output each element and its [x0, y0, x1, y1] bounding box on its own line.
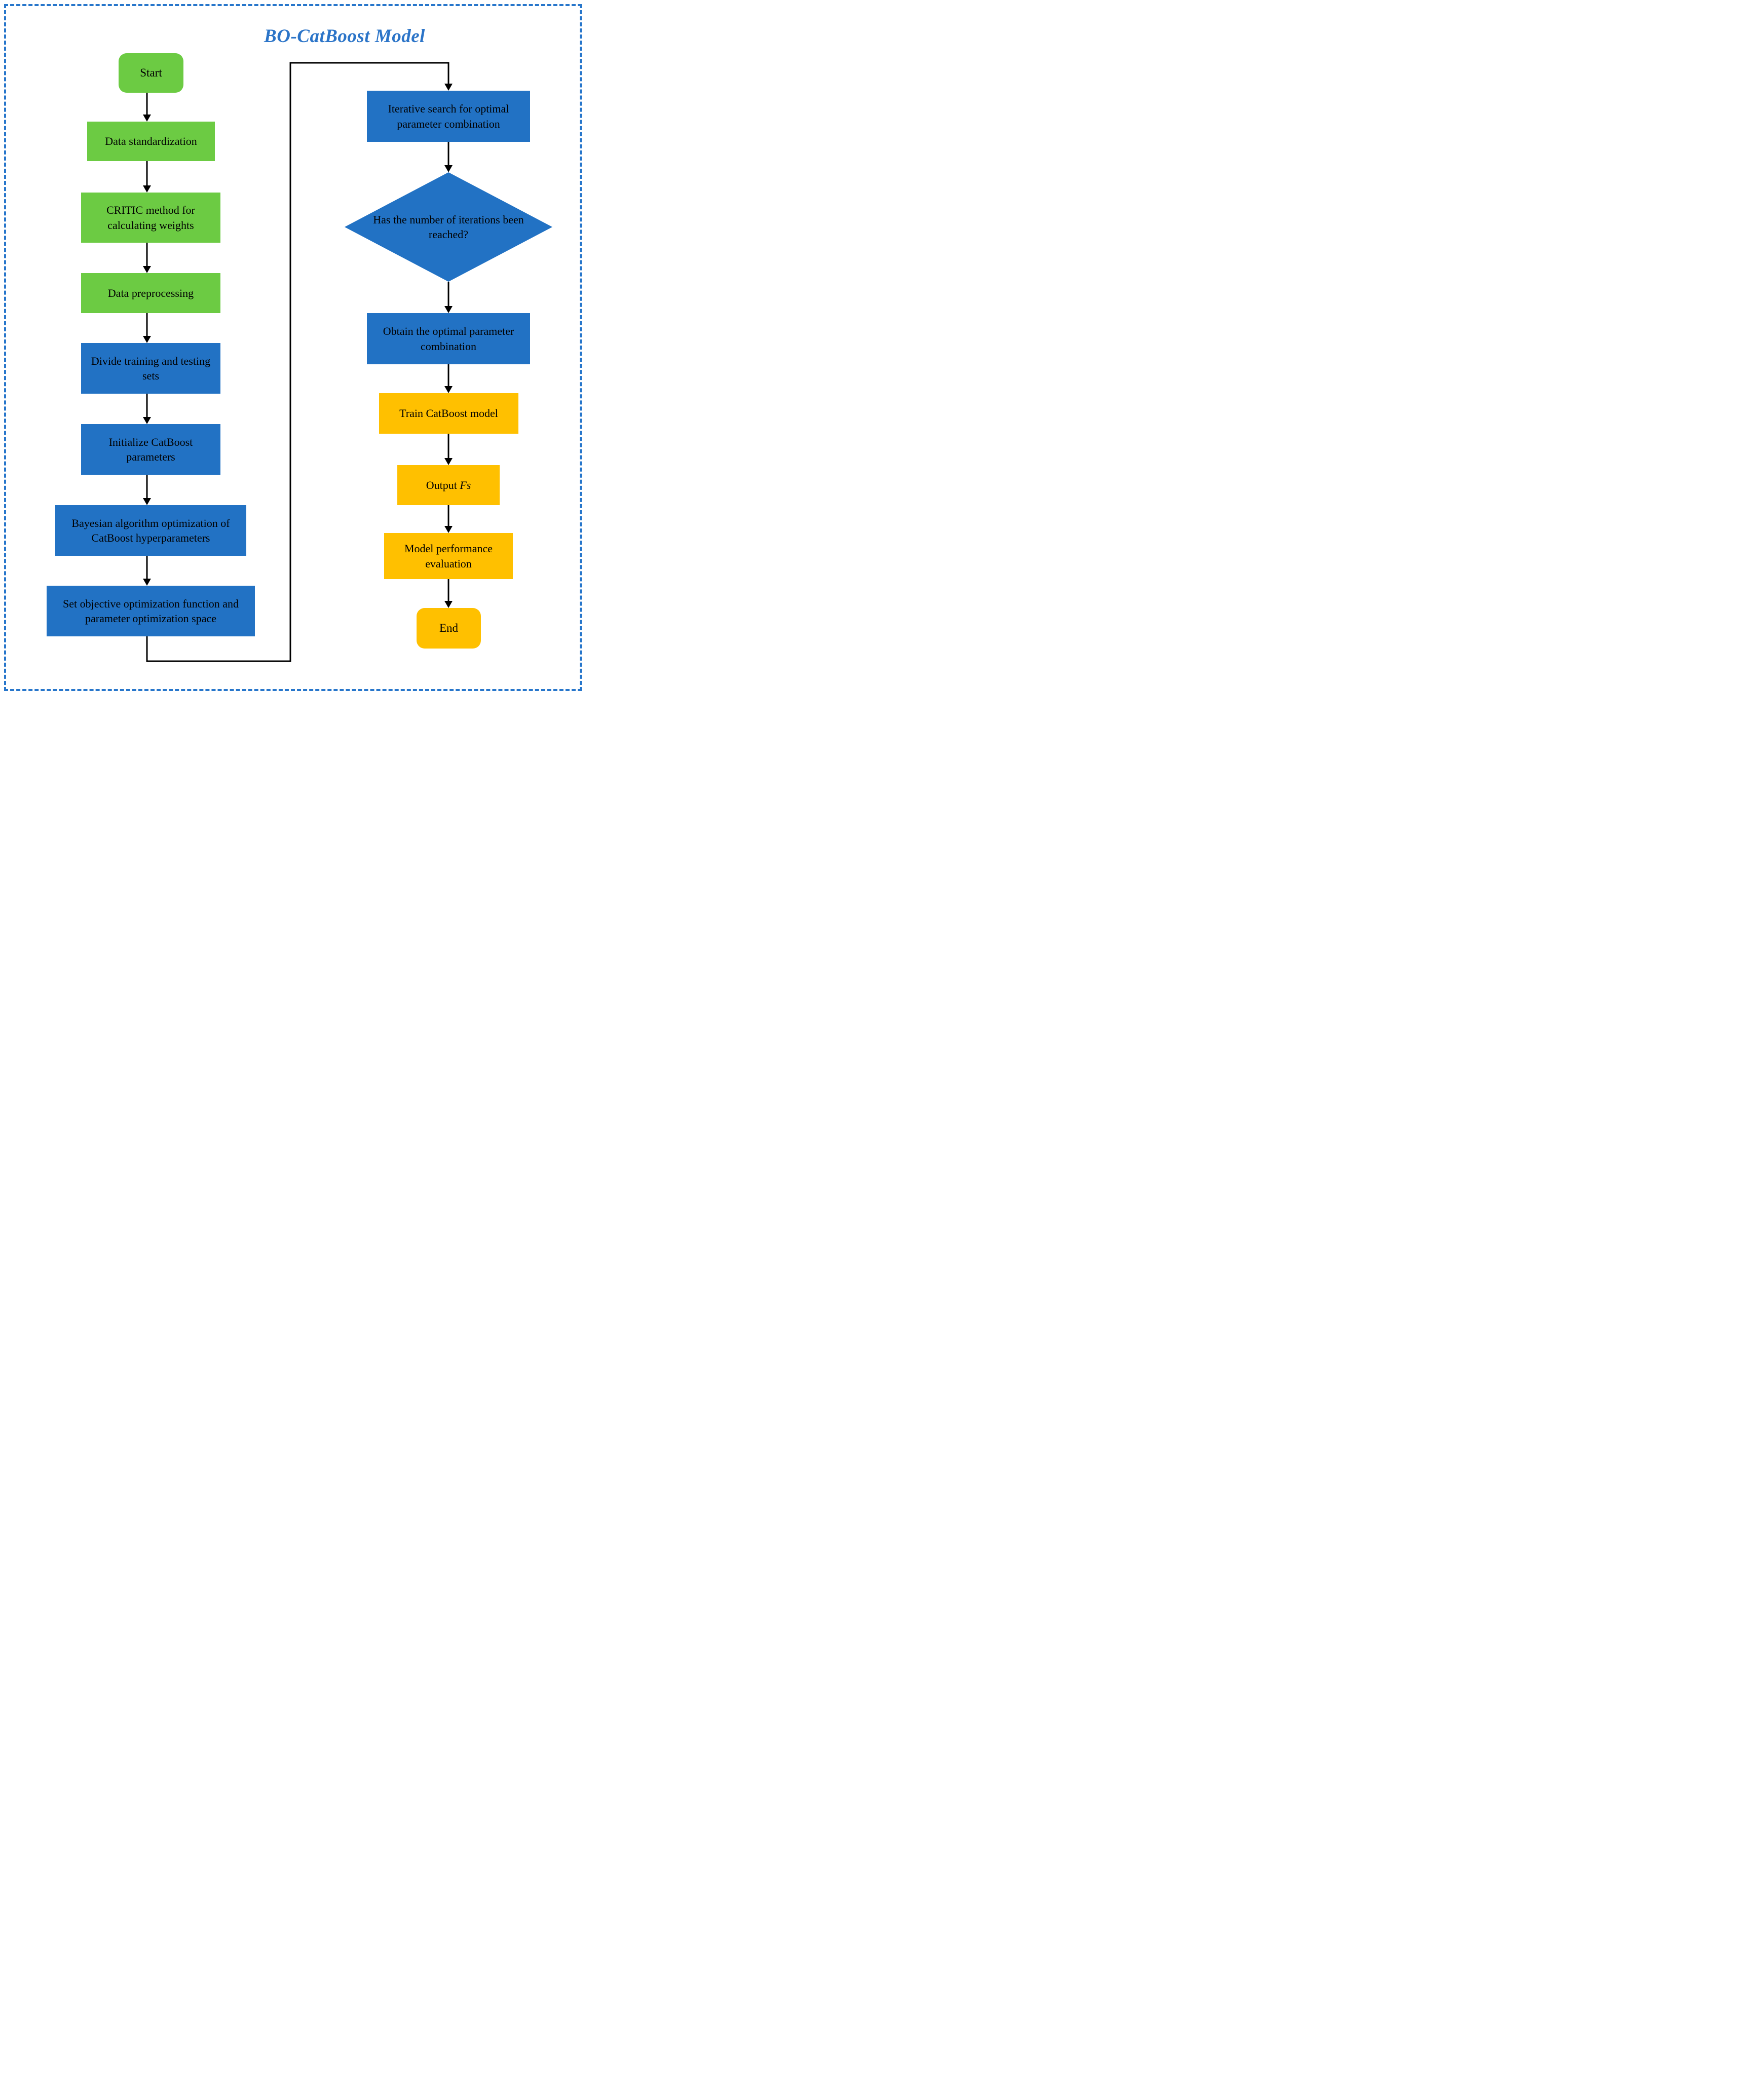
arrowhead-obtain-to-train: [444, 386, 453, 393]
arrowhead-output-to-modelperf: [444, 526, 453, 533]
node-data-preprocessing-label: Data preprocessing: [107, 286, 194, 299]
node-model-evaluation-label: Model performance evaluation: [404, 542, 493, 570]
arrowhead-decision-to-obtain: [444, 306, 453, 313]
node-critic-method-label: CRITIC method for calculating weights: [106, 204, 195, 232]
node-critic-method: CRITIC method for calculating weights: [81, 193, 220, 243]
node-end: End: [417, 608, 481, 649]
arrowhead-start-to-datastd: [143, 115, 151, 122]
node-start: Start: [119, 53, 183, 93]
node-iterations-decision: Has the number of iterations been reache…: [345, 172, 552, 282]
node-train-model: Train CatBoost model: [379, 393, 518, 434]
node-set-objective-label: Set objective optimization function and …: [62, 597, 239, 625]
node-output-fs: Output Fs: [397, 465, 500, 505]
node-divide-sets-label: Divide training and testing sets: [91, 354, 211, 382]
diagram-title: BO-CatBoost Model: [264, 26, 425, 47]
node-train-model-label: Train CatBoost model: [399, 407, 498, 420]
node-initialize-parameters-label: Initialize CatBoost parameters: [108, 435, 193, 463]
node-iterations-decision-label: Has the number of iterations been reache…: [373, 213, 524, 241]
node-bayesian-optimization: Bayesian algorithm optimization of CatBo…: [55, 505, 246, 556]
node-data-standardization: Data standardization: [87, 122, 215, 161]
node-obtain-optimal: Obtain the optimal parameter combination: [367, 313, 530, 364]
arrowhead-datapre-to-divide: [143, 336, 151, 343]
node-iterative-search-label: Iterative search for optimal parameter c…: [388, 102, 509, 130]
node-initialize-parameters: Initialize CatBoost parameters: [81, 424, 220, 475]
node-iterative-search: Iterative search for optimal parameter c…: [367, 91, 530, 142]
node-end-label: End: [439, 621, 459, 634]
node-output-fs-label: Output Fs: [426, 478, 471, 491]
arrowhead-loop-to-iterative: [444, 84, 453, 91]
arrowhead-datastd-to-critic: [143, 185, 151, 193]
arrowhead-init-to-bayes: [143, 498, 151, 505]
arrowhead-iter-to-decision: [444, 165, 453, 172]
fs-variable: Fs: [460, 478, 471, 491]
arrowhead-divide-to-init: [143, 417, 151, 424]
arrowhead-bayes-to-setobj: [143, 579, 151, 586]
node-start-label: Start: [140, 66, 162, 79]
flowchart-canvas: BO-CatBoost Model Start Data standardiza…: [0, 0, 588, 697]
node-obtain-optimal-label: Obtain the optimal parameter combination: [383, 325, 514, 353]
arrowhead-modelperf-to-end: [444, 601, 453, 608]
node-data-preprocessing: Data preprocessing: [81, 273, 220, 313]
node-data-standardization-label: Data standardization: [105, 135, 197, 148]
node-set-objective: Set objective optimization function and …: [47, 586, 255, 636]
node-divide-sets: Divide training and testing sets: [81, 343, 220, 394]
arrowhead-train-to-output: [444, 458, 453, 465]
node-model-evaluation: Model performance evaluation: [384, 533, 513, 579]
node-bayesian-optimization-label: Bayesian algorithm optimization of CatBo…: [71, 516, 230, 544]
arrowhead-critic-to-datapre: [143, 266, 151, 273]
